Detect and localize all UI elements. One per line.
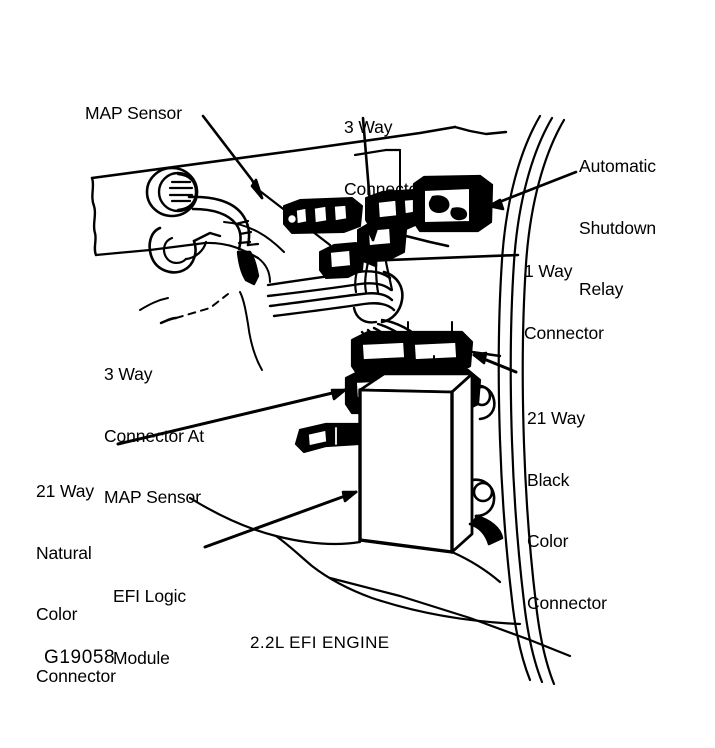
label-21-black-line2: Black: [527, 469, 570, 490]
label-automatic-shutdown-relay-line3: Relay: [579, 279, 624, 299]
label-21-natural-line1: 21 Way: [36, 481, 95, 501]
upper-connector-block: [365, 189, 425, 231]
label-21-natural-line4: Connector: [36, 665, 116, 686]
fender-body-lines: [497, 114, 566, 686]
label-21-natural-line2: Natural: [36, 542, 92, 563]
label-efi-logic-module: EFI Logic Module: [113, 545, 186, 709]
label-automatic-shutdown-relay: Automatic Shutdown Relay: [579, 115, 656, 341]
label-three-way-connector-line2: Connector: [344, 178, 424, 199]
label-twentyone-way-natural-color-connector: 21 Way Natural Color Connector: [36, 440, 116, 727]
automatic-shutdown-relay-body: [412, 174, 494, 233]
efi-logic-module-body: [358, 372, 474, 554]
hose-trace-curve: [239, 291, 263, 371]
label-three-way-at-map-line2: Connector At: [104, 425, 204, 446]
vacuum-hose: [187, 195, 260, 286]
label-twentyone-way-black-color-connector: 21 Way Black Color Connector: [527, 367, 607, 654]
label-three-way-connector-at-map-sensor: 3 Way Connector At MAP Sensor: [104, 323, 204, 549]
map-sensor-bracket: [148, 226, 222, 274]
label-21-black-line1: 21 Way: [527, 408, 586, 428]
label-three-way-at-map-line3: MAP Sensor: [104, 487, 201, 507]
label-three-way-connector: 3 Way Connector: [344, 76, 424, 240]
label-21-black-line4: Connector: [527, 592, 607, 613]
one-way-connector-body: [319, 242, 365, 279]
twentyone-way-black-color-connector-body: [350, 330, 502, 377]
figure-caption: 2.2L EFI ENGINE: [250, 633, 390, 652]
label-efi-logic-module-line2: Module: [113, 647, 170, 668]
label-automatic-shutdown-relay-line1: Automatic: [579, 156, 656, 176]
label-guide-curve: [139, 297, 169, 311]
label-efi-logic-module-line1: EFI Logic: [113, 586, 187, 606]
cowl-panel-outline: [90, 125, 508, 260]
label-21-natural-line3: Color: [36, 604, 78, 624]
map-sensor-body: [145, 166, 199, 218]
efi-module-left-bracket: [294, 422, 360, 454]
three-way-connector-at-map-sensor-body: [283, 197, 363, 234]
label-three-way-connector-line1: 3 Way: [344, 117, 393, 137]
cowl-contour: [223, 221, 285, 253]
wire-harness-bundle: [266, 270, 404, 324]
label-one-way-connector-line1: 1 Way: [524, 261, 573, 281]
label-automatic-shutdown-relay-line2: Shutdown: [579, 217, 657, 238]
efi-module-mounting-tabs: [468, 384, 504, 546]
figure-code: G19058: [44, 647, 116, 668]
lower-body-contours: [188, 496, 572, 658]
label-one-way-connector: 1 Way Connector: [524, 220, 604, 384]
cowl-lower-detail: [257, 257, 271, 283]
label-21-black-line3: Color: [527, 531, 569, 551]
label-map-sensor: MAP Sensor: [85, 103, 182, 123]
label-one-way-connector-line2: Connector: [524, 322, 604, 343]
leader-lines: [116, 114, 578, 549]
label-three-way-at-map-line1: 3 Way: [104, 364, 153, 384]
